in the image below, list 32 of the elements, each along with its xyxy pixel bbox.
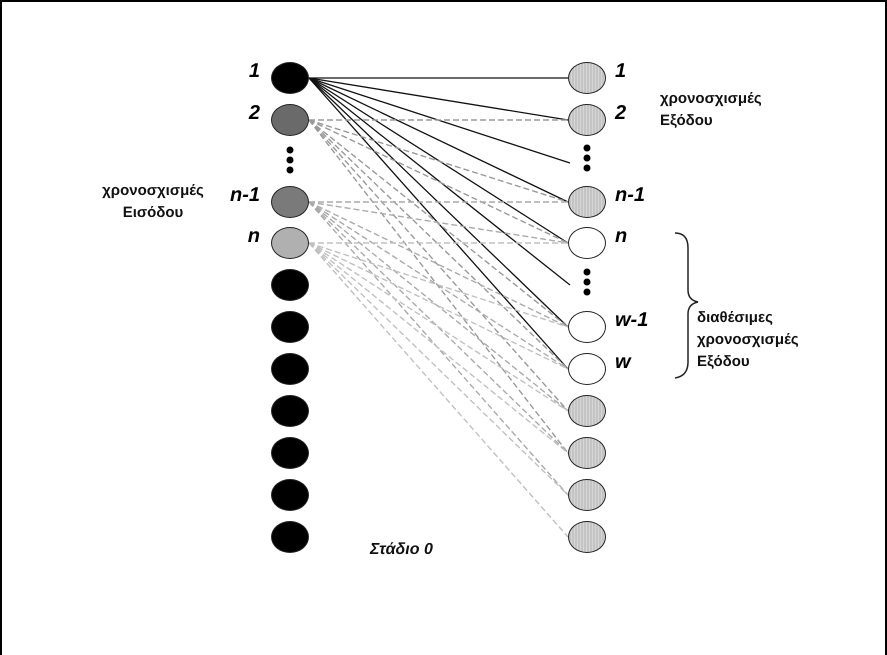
slot-circle [271, 269, 309, 301]
slot-number: 1 [615, 60, 626, 83]
connector-line [308, 77, 568, 121]
connector-line [308, 201, 568, 244]
connector-line [309, 77, 568, 79]
slot-number: 2 [615, 102, 626, 125]
slot-circle [271, 395, 309, 427]
connector-line [308, 119, 568, 203]
slot-number: 1 [248, 60, 260, 83]
slot-circle [568, 395, 606, 427]
slot-circle [568, 437, 606, 469]
slot-circle [271, 353, 309, 385]
slot-circle [568, 521, 606, 553]
connector-line [309, 242, 568, 244]
slot-circle [271, 311, 309, 343]
slot-number: n [248, 225, 260, 248]
connector-line [309, 119, 568, 121]
slot-circle [271, 437, 309, 469]
group-label: διαθέσιμες χρονοσχισμές Εξόδου [697, 308, 800, 372]
group-label: χρονοσχισμές Εξόδου [660, 89, 763, 131]
slot-circle [271, 479, 309, 511]
slot-number: n [615, 225, 628, 248]
slot-number: w-1 [615, 309, 648, 332]
slot-number: n-1 [615, 184, 645, 207]
slot-circle [568, 479, 606, 511]
slot-circle [271, 521, 309, 553]
slot-number: w [615, 351, 631, 374]
connector-line [309, 201, 568, 203]
stage-caption: Στάδιο 0 [370, 540, 434, 560]
slot-number: n-1 [230, 184, 260, 207]
group-label: χρονοσχισμές Εισόδου [101, 181, 205, 223]
slot-number: 2 [248, 102, 260, 125]
